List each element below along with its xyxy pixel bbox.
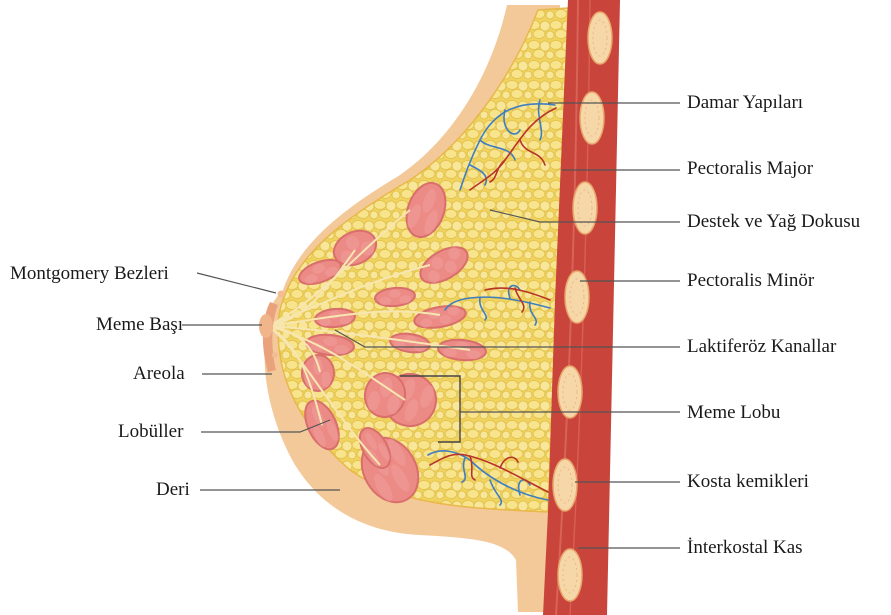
- label-deri: Deri: [156, 479, 190, 501]
- label-laktiferoz-kanallar: Laktiferöz Kanallar: [687, 336, 836, 358]
- label-kosta-kemikleri: Kosta kemikleri: [687, 471, 809, 493]
- label-areola: Areola: [133, 363, 185, 385]
- label-interkostal-kas: İnterkostal Kas: [687, 537, 803, 559]
- label-destek-yag-dokusu: Destek ve Yağ Dokusu: [687, 211, 860, 233]
- label-lobuller: Lobüller: [118, 421, 183, 443]
- nipple: [259, 314, 273, 338]
- label-pectoralis-minor: Pectoralis Minör: [687, 270, 814, 292]
- label-pectoralis-major: Pectoralis Major: [687, 158, 813, 180]
- montgomery-gland: [278, 291, 285, 298]
- label-meme-lobu: Meme Lobu: [687, 402, 780, 424]
- label-meme-basi: Meme Başı: [96, 314, 183, 336]
- label-damar-yapilari: Damar Yapıları: [687, 92, 803, 114]
- montgomery-gland: [272, 352, 278, 358]
- label-montgomery-bezleri: Montgomery Bezleri: [10, 263, 169, 285]
- leader-line: [197, 273, 276, 293]
